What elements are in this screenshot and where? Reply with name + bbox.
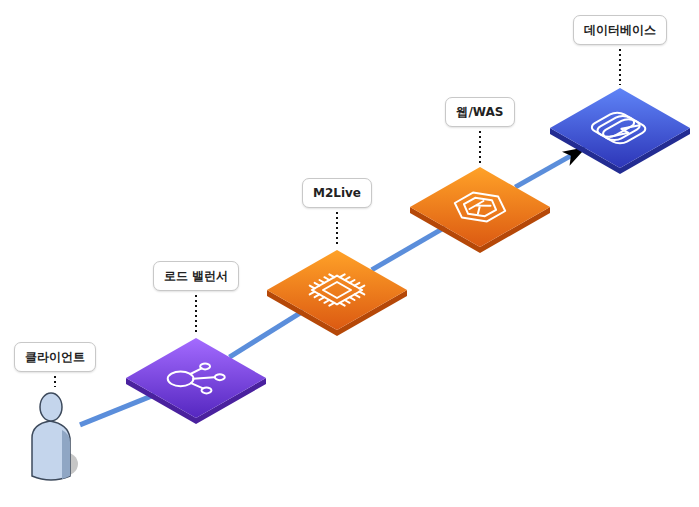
leader-line [195, 295, 197, 335]
leader-line [479, 131, 481, 164]
node-label: 웹/WAS [445, 97, 514, 127]
tile-shape [550, 88, 690, 176]
node-label: 로드 밸런서 [153, 261, 239, 291]
client-node: 클라이언트 [30, 390, 80, 480]
tile-shape [410, 167, 550, 255]
tile-shape [267, 250, 407, 338]
leader-line [336, 212, 338, 247]
label-text: 데이터베이스 [584, 23, 656, 37]
label-text: 웹/WAS [456, 105, 503, 119]
flow-connector [372, 227, 446, 270]
service-tile: 웹/WAS [410, 167, 550, 247]
user-figure [30, 390, 80, 488]
service-tile: 데이터베이스 [550, 88, 690, 168]
service-tile: M2Live [267, 250, 407, 330]
label-text: M2Live [313, 186, 361, 200]
label-text: 클라이언트 [25, 350, 85, 364]
leader-line [54, 376, 56, 387]
tile-shape [126, 338, 266, 426]
service-tile: 로드 밸런서 [126, 338, 266, 418]
flow-connector [229, 311, 303, 357]
label-text: 로드 밸런서 [164, 269, 228, 283]
node-label: M2Live [302, 178, 372, 208]
flow-connector [80, 395, 155, 425]
node-label: 클라이언트 [14, 342, 96, 372]
node-label: 데이터베이스 [573, 15, 667, 45]
leader-line [619, 49, 621, 85]
flow-connector [515, 148, 585, 187]
